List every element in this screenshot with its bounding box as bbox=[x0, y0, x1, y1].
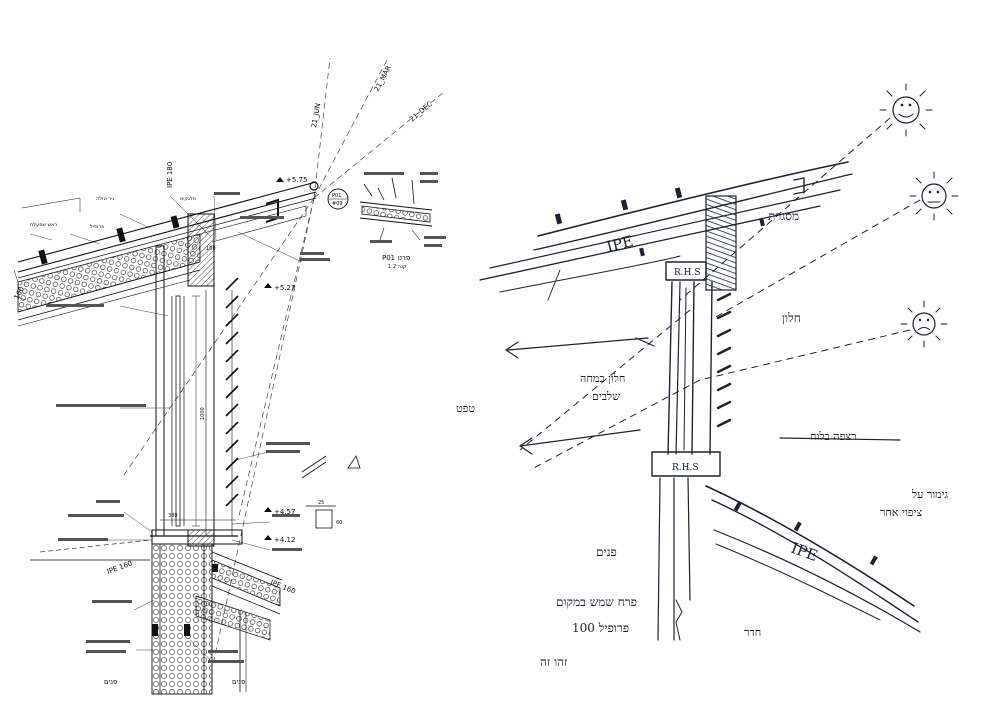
detail-ref-sheet: #09 bbox=[332, 201, 343, 207]
sun-angle-jun: 21_JUN bbox=[310, 102, 322, 128]
sketch-arrows bbox=[505, 337, 901, 455]
sketch-note-4: רצפה בלוח bbox=[810, 430, 857, 443]
sketch-sun-rays bbox=[519, 117, 921, 471]
sketch-note-3: חלון במחה bbox=[580, 372, 625, 385]
sketch-note-5: שלבים bbox=[592, 390, 620, 403]
level-2: +5.27 bbox=[274, 284, 295, 292]
sketch-note-11: זהו זה bbox=[540, 655, 567, 669]
interior-label-right: פנים bbox=[232, 678, 245, 686]
detail-ref-number: P01 bbox=[332, 193, 341, 199]
sun-angle-mar: 21_MAR bbox=[373, 64, 393, 93]
sun-angle-dec: 21_DEC bbox=[408, 100, 434, 124]
sketch-note-7: פנים bbox=[596, 545, 617, 559]
profile-tag-column: IPE 180 bbox=[166, 162, 174, 188]
annotation-text-blocks: ניר טולה פרופיל פלנקיס ראש שפעלת bbox=[30, 192, 330, 663]
louvre-blades bbox=[225, 277, 239, 507]
detail-p01 bbox=[359, 172, 446, 247]
level-markers: +5.75 +5.27 +4.57 +4.12 bbox=[264, 176, 307, 544]
detail-callout: P01 #09 bbox=[327, 188, 349, 210]
roof-note-1: ניר טולה bbox=[96, 196, 114, 202]
sketch-note-9: פרח שמש במקום bbox=[556, 595, 637, 609]
dim-height: 1000 bbox=[200, 407, 206, 420]
dim-roof: 160 bbox=[206, 246, 216, 252]
sketch-beam-label-top: IPE bbox=[605, 232, 636, 256]
sun-icon bbox=[879, 83, 933, 137]
annotation-leaders bbox=[29, 195, 303, 661]
roof-note-4: ראש שפעלת bbox=[30, 222, 57, 228]
level-top: +5.75 bbox=[286, 176, 307, 184]
sketch-note-1: מסגרת bbox=[768, 209, 799, 223]
roof-note-3: פלנקיס bbox=[180, 196, 196, 202]
sketch-note-2: חלון bbox=[782, 311, 801, 325]
sketch-note-12: גימור על bbox=[911, 488, 948, 501]
small-detail-markers bbox=[301, 455, 361, 529]
sketch-note-10: פרופיל 100 bbox=[572, 621, 629, 635]
level-3: +4.57 bbox=[274, 508, 295, 516]
profile-tag-lower: IPE 160 bbox=[106, 559, 133, 576]
sketch-lower-roof bbox=[705, 485, 921, 633]
dim-detail-a: 25 bbox=[318, 500, 324, 506]
hand-sketch: IPE R.H.S R.H.S bbox=[456, 83, 959, 669]
dimension-lines bbox=[160, 295, 236, 527]
lower-roof-assembly bbox=[30, 539, 283, 695]
sketch-upper-roof bbox=[479, 161, 853, 301]
sketch-louvres bbox=[716, 292, 732, 428]
sketch-connector-top: R.H.S bbox=[674, 268, 701, 278]
technical-section: 21_JUN 21_MAR 21_DEC 160 bbox=[13, 57, 446, 695]
dim-detail-b: 60 bbox=[336, 520, 342, 526]
sketch-hatched-block bbox=[705, 195, 737, 291]
sketch-beam-label-bottom: IPE bbox=[789, 539, 820, 565]
upper-roof-assembly bbox=[13, 181, 319, 327]
sketch-note-13: ציפוי אחר bbox=[880, 506, 922, 519]
detail-scale: קנה 1:2 bbox=[388, 264, 407, 270]
level-4: +4.12 bbox=[274, 536, 295, 544]
sketch-note-8: חדר bbox=[744, 626, 761, 639]
sun-icon bbox=[909, 171, 959, 221]
steel-column bbox=[150, 213, 243, 547]
sun-icon bbox=[900, 300, 948, 348]
dim-width: 380 bbox=[168, 513, 178, 519]
sketch-column bbox=[651, 261, 721, 641]
interior-label-left: פנים bbox=[104, 678, 117, 686]
sketch-connector-bottom: R.H.S bbox=[672, 463, 699, 473]
roof-note-2: פרופיל bbox=[90, 224, 104, 230]
detail-title: P01 פרט bbox=[382, 254, 410, 262]
sketch-notes: מסגרת חלון חלון במחה רצפה בלוח שלבים טפט… bbox=[456, 209, 948, 669]
sketch-note-6: טפט bbox=[456, 402, 475, 415]
